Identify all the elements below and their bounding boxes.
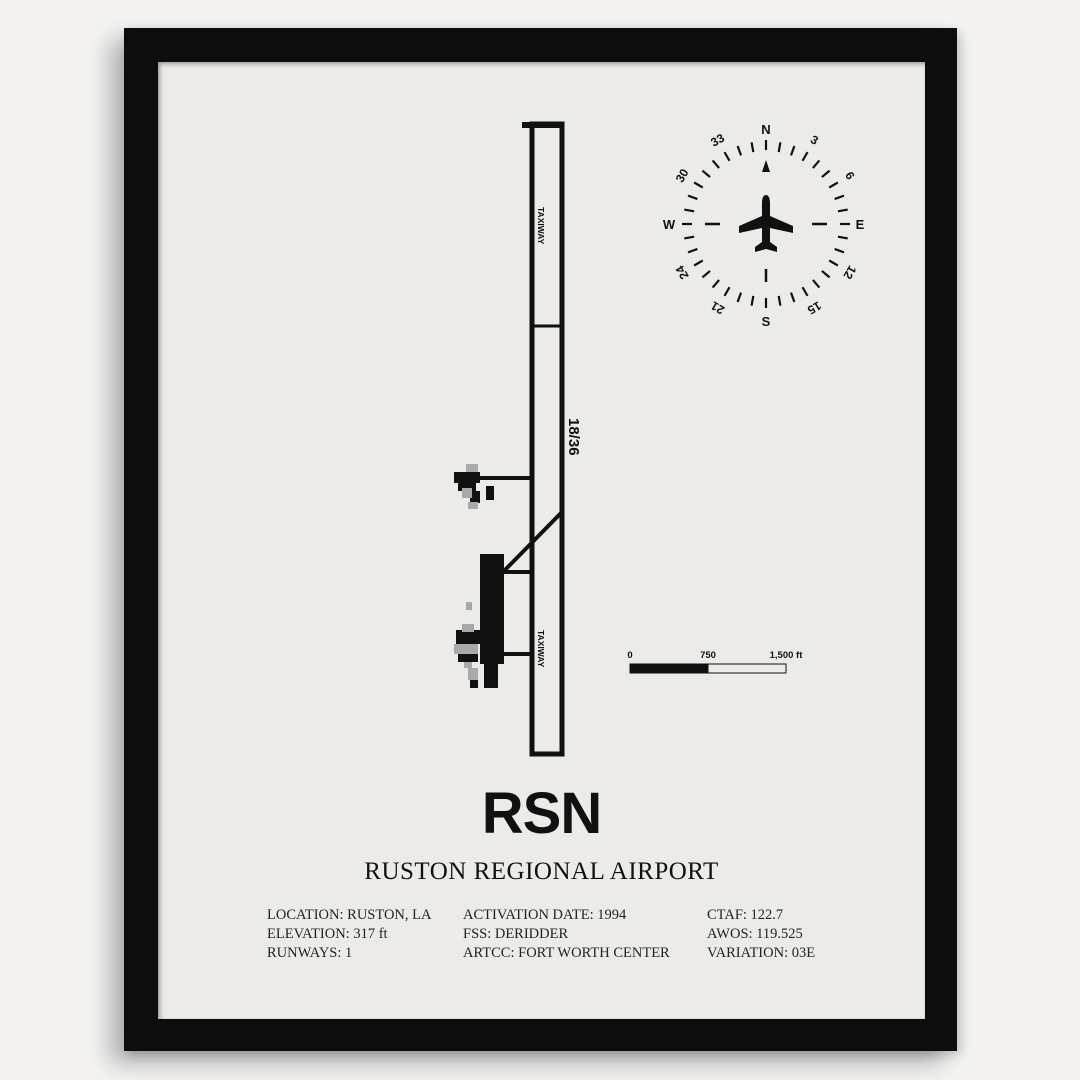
compass-tick bbox=[684, 235, 695, 240]
taxiway-label-north: TAXIWAY bbox=[536, 207, 546, 245]
compass-tick bbox=[701, 270, 711, 279]
scale-bar: 0 750 1,500 ft bbox=[627, 650, 804, 674]
compass-heading-30: 30 bbox=[673, 166, 692, 185]
compass-tick bbox=[828, 181, 839, 189]
compass-tick bbox=[711, 159, 720, 169]
compass-tick bbox=[711, 279, 720, 289]
artcc-text: ARTCC: FORT WORTH CENTER bbox=[463, 945, 670, 961]
compass-tick bbox=[834, 247, 845, 254]
airport-name: RUSTON REGIONAL AIRPORT bbox=[364, 858, 719, 885]
compass-tick bbox=[777, 142, 782, 153]
compass-tick bbox=[684, 208, 695, 213]
info-column-1: LOCATION: RUSTON, LA ELEVATION: 317 ft R… bbox=[267, 906, 431, 963]
compass-tick bbox=[812, 279, 821, 289]
compass-heading-3: 3 bbox=[808, 132, 821, 148]
compass-tick bbox=[687, 194, 698, 201]
compass-tick bbox=[821, 270, 831, 279]
ctaf-text: CTAF: 122.7 bbox=[707, 907, 784, 923]
compass-n: N bbox=[761, 122, 770, 137]
compass-tick bbox=[789, 145, 796, 156]
airplane-icon bbox=[739, 195, 793, 252]
compass-e: E bbox=[856, 217, 865, 232]
awos-text: AWOS: 119.525 bbox=[707, 926, 803, 942]
runways-text: RUNWAYS: 1 bbox=[267, 945, 353, 961]
poster: TAXIWAY TAXIWAY 18/36 N E S W 3 6 12 15 21 24… bbox=[158, 62, 925, 1019]
airport-code: RSN bbox=[481, 781, 602, 846]
compass-tick bbox=[693, 259, 704, 267]
south-apron-buildings bbox=[454, 554, 504, 688]
compass-tick bbox=[812, 159, 821, 169]
compass-tick bbox=[801, 151, 809, 162]
compass-heading-21: 21 bbox=[708, 298, 727, 317]
compass-heading-15: 15 bbox=[805, 298, 824, 317]
compass-tick bbox=[821, 169, 831, 178]
elevation-text: ELEVATION: 317 ft bbox=[267, 926, 388, 942]
runway-label: 18/36 bbox=[565, 418, 582, 456]
compass-tick bbox=[837, 208, 848, 213]
fss-text: FSS: DERIDDER bbox=[463, 926, 569, 942]
scale-label-0: 0 bbox=[627, 650, 632, 661]
compass-tick bbox=[777, 295, 782, 306]
compass-tick bbox=[834, 194, 845, 201]
taxiway-label-south: TAXIWAY bbox=[536, 630, 546, 668]
north-ramp-buildings bbox=[454, 464, 494, 509]
compass-tick bbox=[736, 292, 743, 303]
activation-text: ACTIVATION DATE: 1994 bbox=[463, 907, 627, 923]
compass-tick bbox=[789, 292, 796, 303]
runway-18-36 bbox=[522, 121, 565, 757]
compass-tick bbox=[837, 235, 848, 240]
compass-tick bbox=[750, 142, 755, 153]
compass-tick bbox=[828, 259, 839, 267]
info-column-3: CTAF: 122.7 AWOS: 119.525 VARIATION: 03E bbox=[707, 906, 815, 963]
info-column-2: ACTIVATION DATE: 1994 FSS: DERIDDER ARTC… bbox=[463, 906, 670, 963]
scale-label-1500: 1,500 ft bbox=[770, 650, 804, 661]
compass-tick bbox=[693, 181, 704, 189]
compass-heading-24: 24 bbox=[673, 263, 692, 282]
compass-w: W bbox=[663, 217, 676, 232]
north-arrow-icon bbox=[762, 160, 770, 172]
compass-heading-33: 33 bbox=[708, 131, 727, 150]
compass-tick bbox=[750, 295, 755, 306]
variation-text: VARIATION: 03E bbox=[707, 945, 816, 961]
compass-s: S bbox=[762, 314, 771, 329]
airport-diagram: TAXIWAY TAXIWAY 18/36 N E S W 3 6 12 15 21 24… bbox=[454, 121, 865, 757]
compass-tick bbox=[736, 145, 743, 156]
compass-tick bbox=[723, 286, 731, 297]
location-text: LOCATION: RUSTON, LA bbox=[267, 907, 432, 923]
compass-tick bbox=[687, 247, 698, 254]
compass-heading-6: 6 bbox=[842, 169, 858, 182]
compass-tick bbox=[723, 151, 731, 162]
compass-rose: N E S W 3 6 12 15 21 24 30 33 bbox=[663, 122, 865, 329]
compass-tick bbox=[801, 286, 809, 297]
compass-tick bbox=[701, 169, 711, 178]
scale-label-750: 750 bbox=[700, 650, 716, 661]
compass-heading-12: 12 bbox=[840, 263, 859, 282]
